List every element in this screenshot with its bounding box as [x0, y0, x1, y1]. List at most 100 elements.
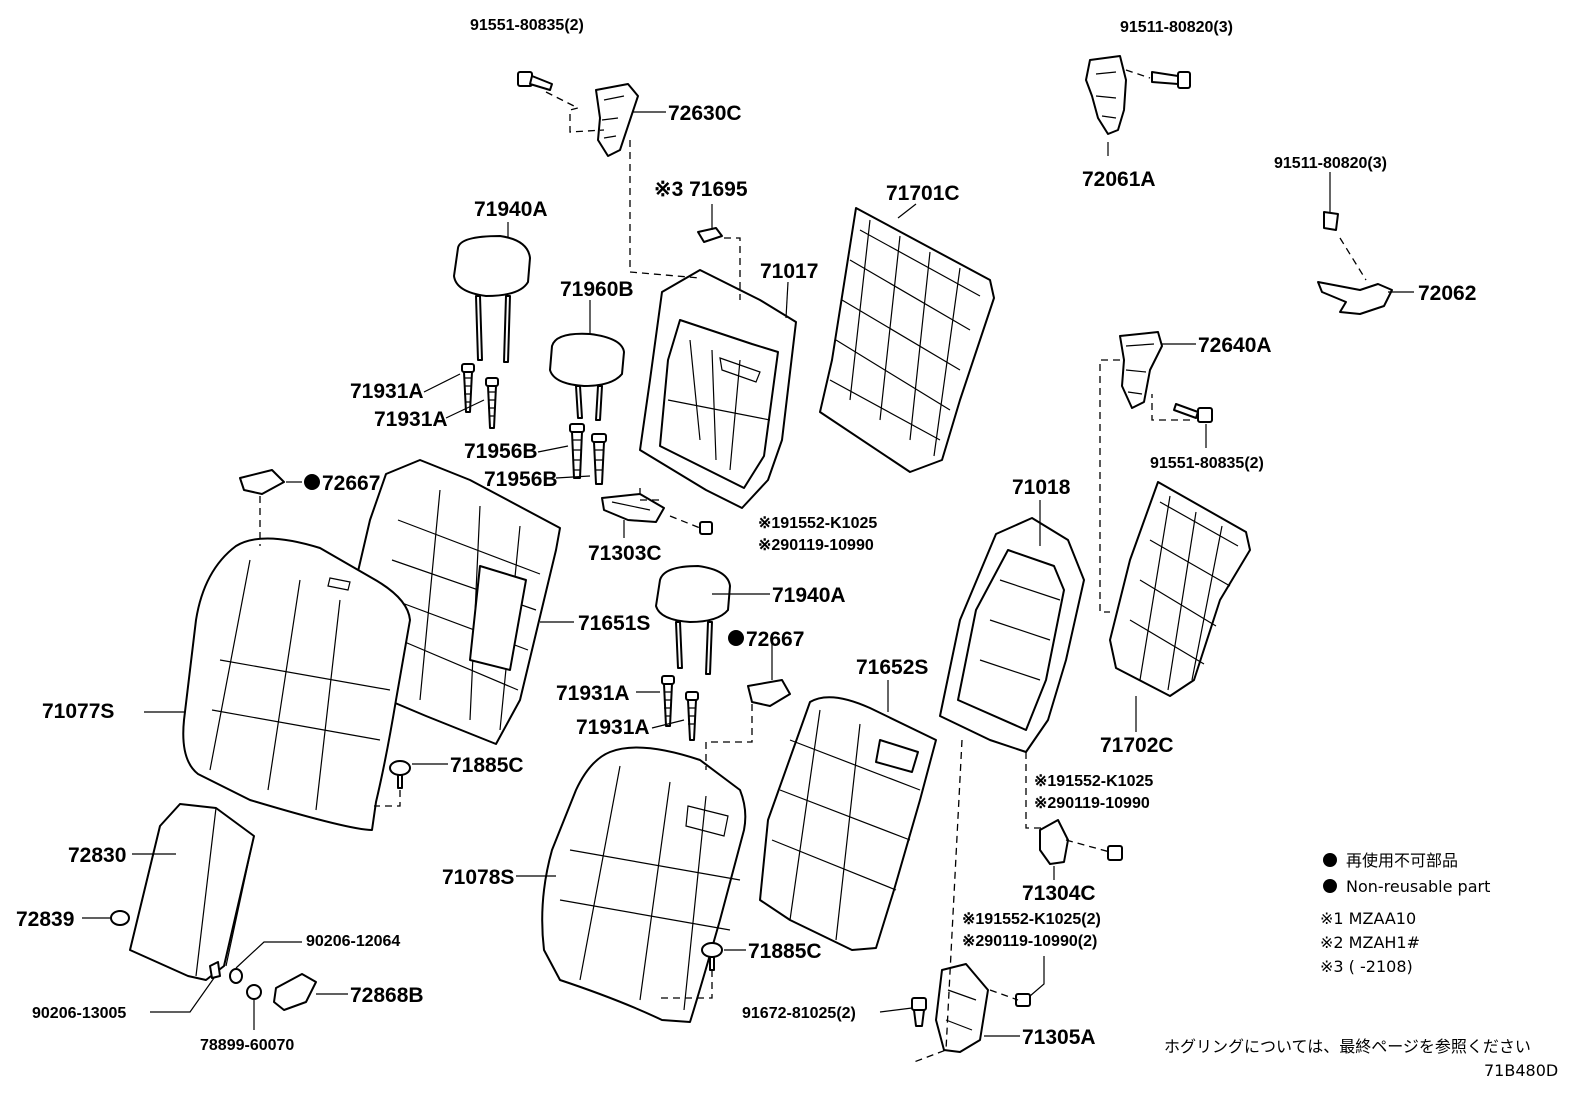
callout-71078s: 71078S: [442, 866, 514, 889]
legend-dot-jp: [1323, 853, 1337, 867]
part-71651s-cover: [355, 459, 561, 745]
callout-71651s: 71651S: [578, 612, 650, 635]
bolt-91511-upper: [1151, 71, 1191, 89]
reference-note: ホグリングについては、最終ページを参照ください: [1164, 1037, 1531, 1056]
part-71931a-guide-upper-a: [461, 363, 475, 413]
part-72062-hinge: [1317, 211, 1393, 315]
part-71702c-panel: [1109, 481, 1251, 697]
callout-90206-12064: 90206-12064: [306, 933, 400, 950]
part-71931a-guide-lower-a: [661, 675, 675, 727]
callout-71931a-2: 71931A: [374, 408, 448, 431]
callout-91552-k1025-c: ※191552-K1025(2): [962, 911, 1101, 928]
figure-code: 71B480D: [1484, 1061, 1558, 1080]
part-71940a-headrest-upper: [453, 235, 531, 363]
callout-72062: 72062: [1418, 282, 1476, 305]
part-72630c-bracket: [595, 83, 639, 157]
part-72667-cover-upper: [239, 469, 285, 495]
callout-71702c: 71702C: [1100, 734, 1174, 757]
part-71931a-guide-lower-b: [685, 691, 699, 741]
part-72830-armrest: [129, 803, 255, 981]
callout-91511-80820-a: 91511-80820(3): [1120, 19, 1233, 36]
callout-72061a: 72061A: [1082, 168, 1156, 191]
callout-71956b-1: 71956B: [464, 440, 538, 463]
non-reusable-dot-72667-b: [728, 630, 744, 646]
legend-non-reusable-en: Non-reusable part: [1346, 877, 1490, 896]
callout-71940a-lower: 71940A: [772, 584, 846, 607]
bolt-91551-top: [517, 71, 553, 91]
part-78899-60070: [246, 984, 262, 1000]
legend-non-reusable-jp: 再使用不可部品: [1346, 851, 1458, 870]
assembly-dashed-lines: [259, 69, 1367, 1063]
callout-71304c: 71304C: [1022, 882, 1096, 905]
callout-72640a: 72640A: [1198, 334, 1272, 357]
part-72061a-bracket: [1085, 55, 1127, 135]
legend-note-3: ※3 ( -2108): [1320, 957, 1413, 976]
callout-71956b-2: 71956B: [484, 468, 558, 491]
callout-71077s: 71077S: [42, 700, 114, 723]
part-71305a-bracket: [935, 963, 989, 1053]
callout-72667-b: 72667: [746, 628, 804, 651]
callout-71940a-top: 71940A: [474, 198, 548, 221]
part-71078s-seatback: [541, 746, 747, 1023]
non-reusable-dot-72667-a: [304, 474, 320, 490]
callout-91672-81025: 91672-81025(2): [742, 1005, 856, 1022]
part-71885c-fastener-upper: [389, 760, 411, 789]
callout-71931a-4: 71931A: [576, 716, 650, 739]
part-71885c-fastener-lower: [701, 942, 723, 971]
callout-71652s: 71652S: [856, 656, 928, 679]
part-72640a-bracket: [1119, 331, 1163, 409]
callout-90119-10990-a: ※290119-10990: [758, 537, 874, 554]
callout-72868b: 72868B: [350, 984, 424, 1007]
part-71652s-cover: [759, 696, 937, 951]
callout-72630c: 72630C: [668, 102, 742, 125]
callout-labels: 91551-80835(2) 72630C 91511-80820(3) 720…: [16, 17, 1476, 1054]
callout-71305a: 71305A: [1022, 1026, 1096, 1049]
callout-71885c-b: 71885C: [748, 940, 822, 963]
bolt-91551-right: [1173, 403, 1213, 423]
callout-71960b: 71960B: [560, 278, 634, 301]
callout-72830: 72830: [68, 844, 126, 867]
part-72667-cover-lower: [747, 679, 791, 707]
callout-71018: 71018: [1012, 476, 1071, 499]
part-71956b-guide-b: [591, 433, 607, 485]
part-71956b-guide-a: [569, 423, 585, 479]
bolt-91552-right: [1107, 845, 1123, 861]
part-71304c-bracket: [1039, 819, 1069, 865]
part-90206-13005: [209, 961, 221, 979]
callout-72839: 72839: [16, 908, 74, 931]
callout-71931a-3: 71931A: [556, 682, 630, 705]
callout-91552-k1025-b: ※191552-K1025: [1034, 773, 1153, 790]
callout-78899-60070: 78899-60070: [200, 1037, 294, 1054]
part-71940a-headrest-lower: [655, 565, 731, 675]
callout-71885c-a: 71885C: [450, 754, 524, 777]
part-71701c-panel: [819, 207, 995, 473]
callout-90206-13005: 90206-13005: [32, 1005, 126, 1022]
leader-lines: [82, 111, 1414, 1037]
callout-71017: 71017: [760, 260, 818, 283]
callout-90119-10990-c: ※290119-10990(2): [962, 933, 1097, 950]
part-72868b-cover: [273, 973, 317, 1011]
legend: 再使用不可部品 Non-reusable part ※1 MZAA10 ※2 M…: [1320, 851, 1490, 976]
callout-71695: ※3 71695: [654, 178, 748, 201]
callout-91551-80835-top: 91551-80835(2): [470, 17, 584, 34]
bolt-91672: [911, 997, 927, 1027]
part-71695: [697, 227, 723, 243]
callout-71701c: 71701C: [886, 182, 960, 205]
part-90206-12064: [229, 968, 243, 984]
part-72839-cap: [110, 910, 130, 926]
callout-91552-k1025-a: ※191552-K1025: [758, 515, 877, 532]
callout-91551-80835-right: 91551-80835(2): [1150, 455, 1264, 472]
part-71077s-seatback: [182, 537, 411, 831]
legend-note-1: ※1 MZAA10: [1320, 909, 1416, 928]
legend-dot-en: [1323, 879, 1337, 893]
part-71303c-bracket: [601, 493, 665, 523]
callout-71303c: 71303C: [588, 542, 662, 565]
callout-91511-80820-b: 91511-80820(3): [1274, 155, 1387, 172]
callout-90119-10990-b: ※290119-10990: [1034, 795, 1150, 812]
bolt-91552-lower: [1015, 993, 1031, 1007]
part-71018-frame: [939, 517, 1085, 753]
part-71960b-headrest-center: [549, 332, 625, 421]
part-71017-frame: [639, 269, 797, 509]
legend-note-2: ※2 MZAH1#: [1320, 933, 1420, 952]
